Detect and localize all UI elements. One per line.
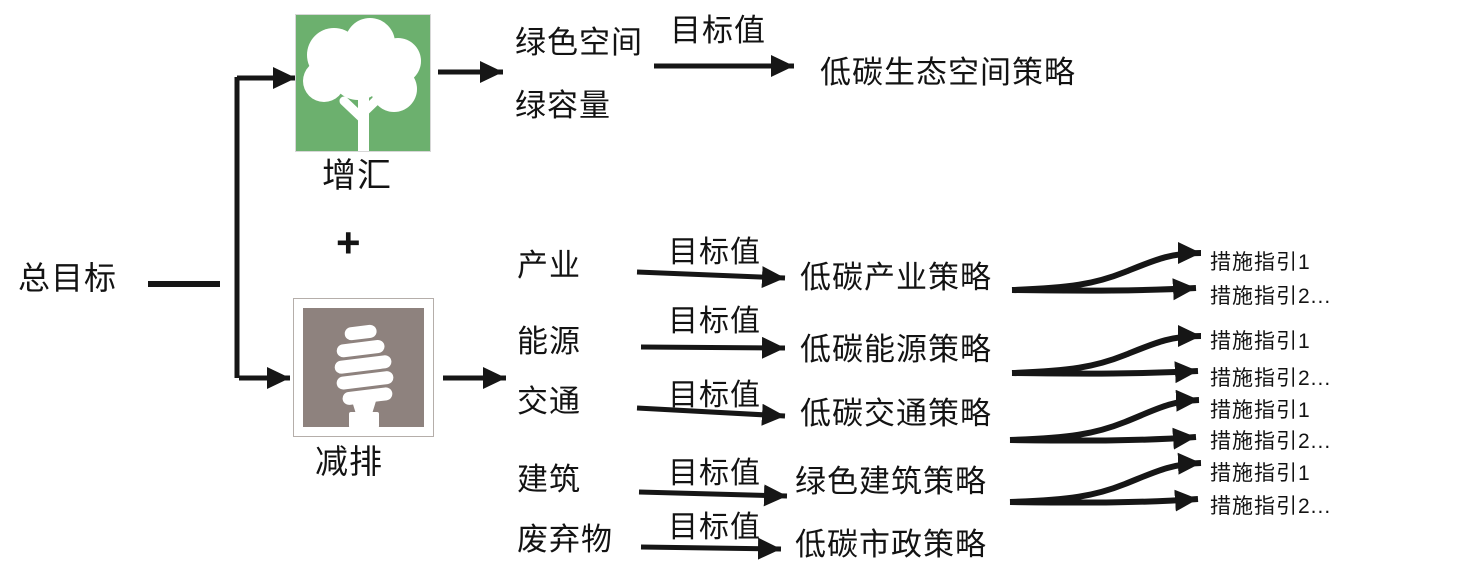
tree-icon xyxy=(295,14,431,152)
eco-input-green-space: 绿色空间 xyxy=(515,25,643,60)
measure-guide-label: 措施指引2... xyxy=(1210,430,1332,453)
strategy-building: 绿色建筑策略 xyxy=(795,464,987,499)
measure-guide-label: 措施指引2... xyxy=(1210,285,1332,308)
strategy-industry: 低碳产业策略 xyxy=(800,260,992,295)
plus-sign: + xyxy=(336,219,362,266)
category-building: 建筑 xyxy=(517,462,581,497)
sink-branch-label: 增汇 xyxy=(322,157,392,195)
eco-target-value-label: 目标值 xyxy=(670,13,766,48)
measure-guide-label: 措施指引2... xyxy=(1210,495,1332,518)
target-value-label: 目标值 xyxy=(668,457,761,490)
category-energy: 能源 xyxy=(517,324,581,359)
measure-guide-label: 措施指引1 xyxy=(1210,399,1311,422)
root-goal-label: 总目标 xyxy=(18,260,118,296)
target-value-label: 目标值 xyxy=(668,511,761,544)
eco-input-green-capacity: 绿容量 xyxy=(515,88,611,123)
category-industry: 产业 xyxy=(517,248,581,283)
measure-guide-label: 措施指引2... xyxy=(1210,367,1332,390)
eco-strategy-label: 低碳生态空间策略 xyxy=(820,55,1076,90)
target-value-label: 目标值 xyxy=(668,379,761,412)
target-value-label: 目标值 xyxy=(668,305,761,338)
measure-guide-label: 措施指引1 xyxy=(1210,462,1311,485)
strategy-municipal: 低碳市政策略 xyxy=(795,527,987,562)
strategy-transport: 低碳交通策略 xyxy=(800,396,992,431)
cfl-bulb-icon xyxy=(293,298,434,437)
category-transport: 交通 xyxy=(517,384,581,419)
strategy-energy: 低碳能源策略 xyxy=(800,332,992,367)
measure-guide-label: 措施指引1 xyxy=(1210,251,1311,274)
reduce-branch-label: 减排 xyxy=(315,443,383,480)
category-waste: 废弃物 xyxy=(517,522,613,557)
measure-guide-label: 措施指引1 xyxy=(1210,330,1311,353)
target-value-label: 目标值 xyxy=(668,236,761,269)
